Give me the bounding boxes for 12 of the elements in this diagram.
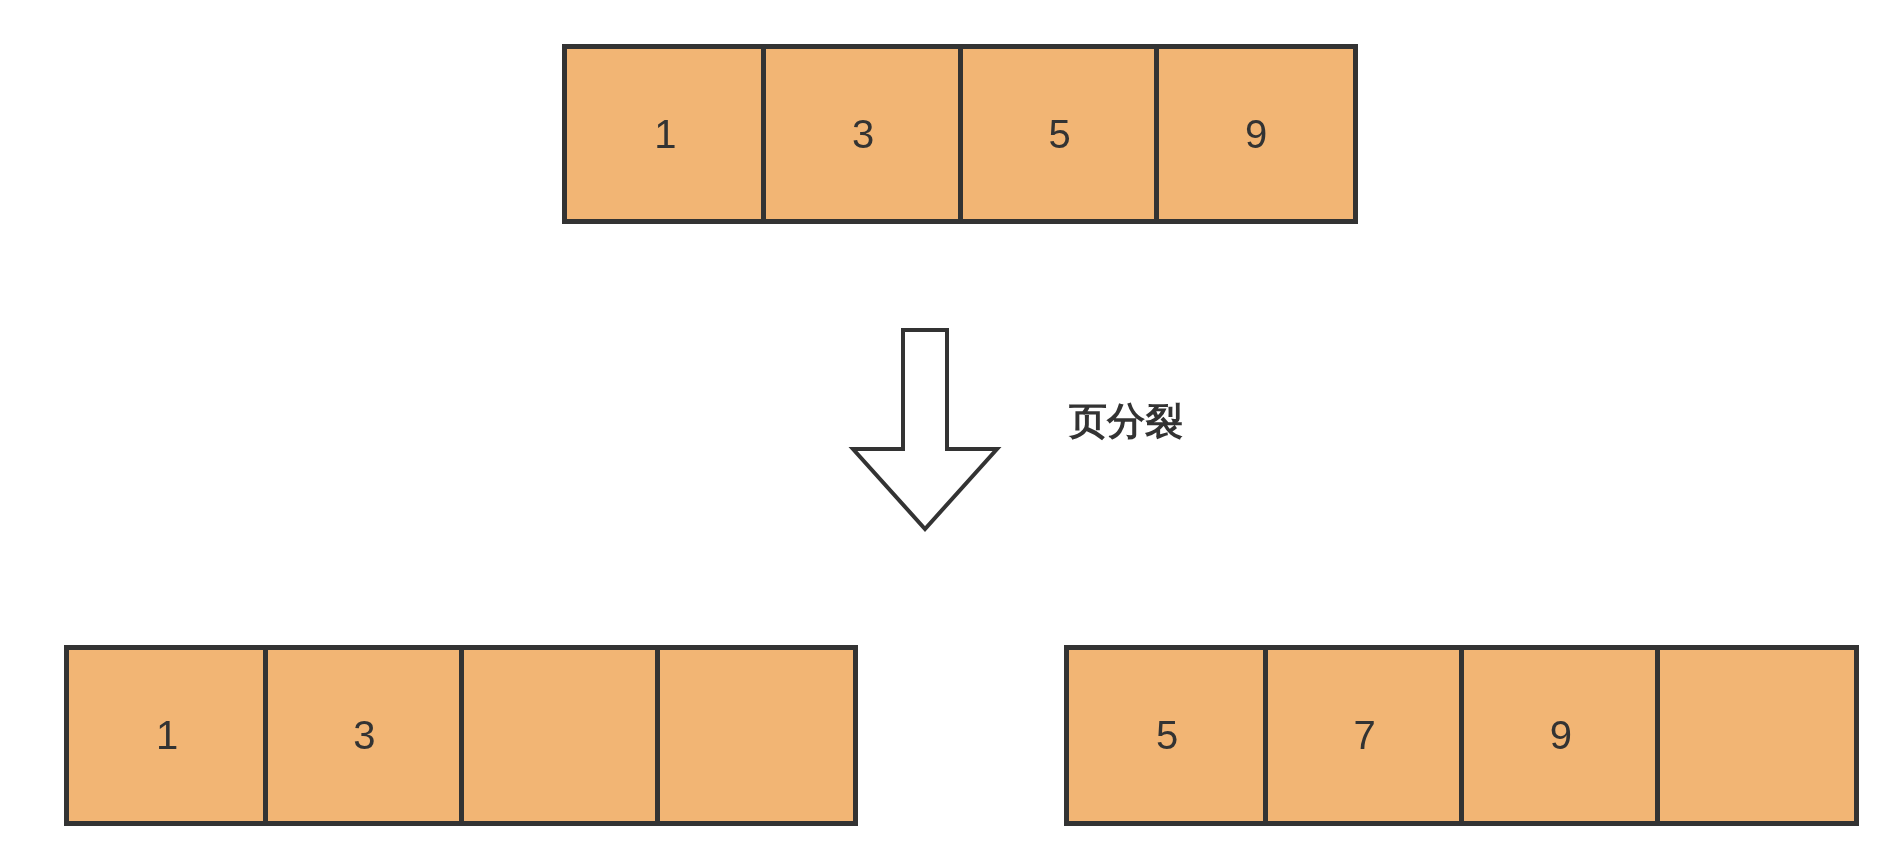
slot-number: 3 — [353, 713, 376, 758]
slot-number: 9 — [1549, 713, 1572, 758]
slot-number: 5 — [1048, 111, 1071, 157]
page-block — [64, 645, 858, 826]
page-block — [1064, 645, 1859, 826]
slot-number: 5 — [1156, 713, 1179, 758]
page-block — [562, 44, 1358, 224]
slot-number: 3 — [851, 111, 875, 157]
slot-number: 1 — [654, 111, 677, 157]
slot-number: 1 — [155, 713, 179, 758]
slot-number: 9 — [1244, 111, 1268, 157]
slot-number: 7 — [1353, 713, 1376, 758]
